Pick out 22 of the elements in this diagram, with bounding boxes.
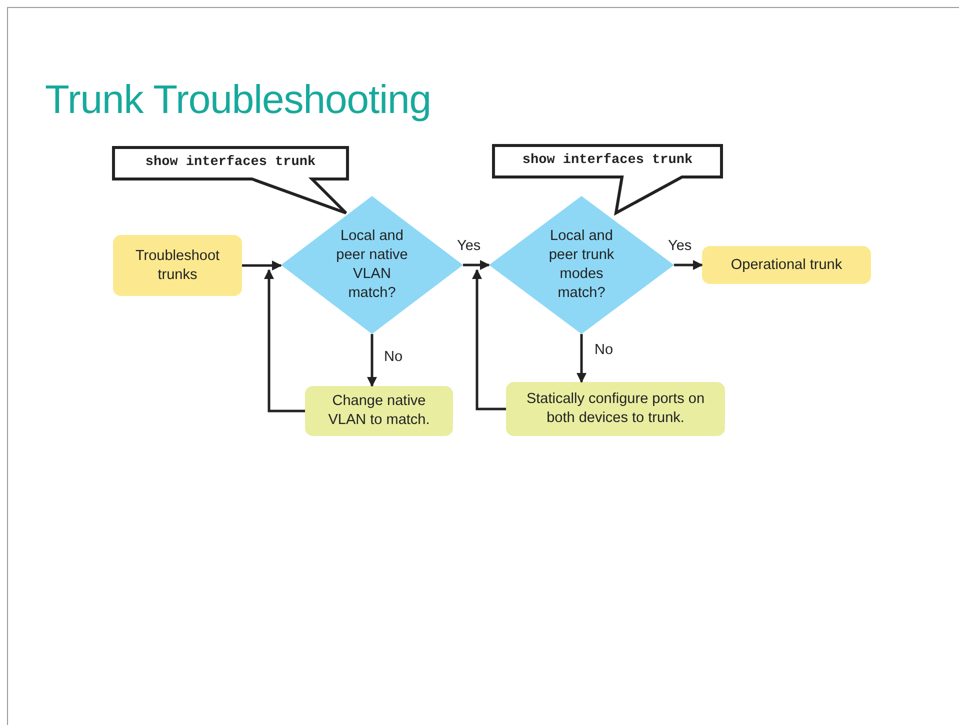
arrow [674, 260, 703, 270]
process-box [305, 386, 453, 436]
process-text: Statically configure ports on both devices to trunk. [525, 390, 706, 428]
arrow [242, 260, 282, 270]
command-callout [492, 144, 723, 214]
arrow [576, 334, 586, 383]
process-text: Troubleshoot trunks [134, 246, 221, 284]
arrow [367, 334, 377, 387]
decision-text: Local and peer trunk modes match? [548, 227, 616, 303]
arrow [463, 260, 490, 270]
command-text: show interfaces trunk [521, 152, 694, 170]
process-text: Operational trunk [730, 256, 842, 274]
slide-title: Trunk Troubleshooting [45, 78, 432, 123]
command-text: show interfaces trunk [144, 154, 317, 172]
process-box [113, 235, 242, 296]
command-callout [112, 146, 349, 214]
arrow [264, 269, 305, 412]
process-text: Change native VLAN to match. [327, 392, 431, 430]
process-box [702, 246, 871, 284]
process-box [506, 382, 725, 436]
decision-text: Local and peer native VLAN match? [335, 227, 409, 303]
arrow [472, 269, 506, 410]
